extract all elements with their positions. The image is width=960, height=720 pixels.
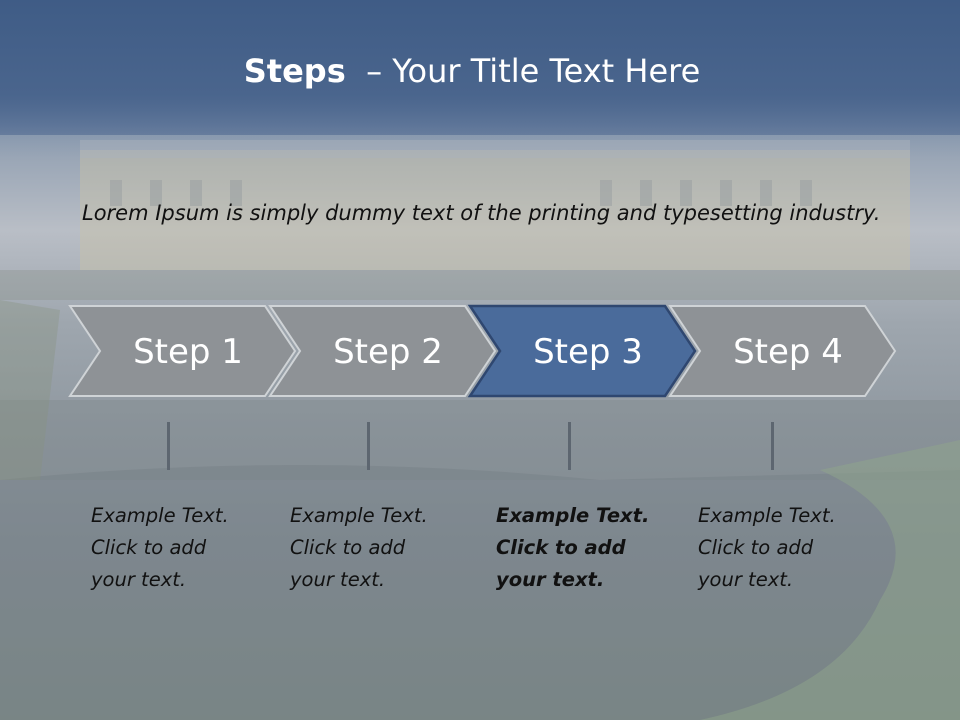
step-4-text-line: Example Text. xyxy=(698,504,836,527)
step-1-label: Step 1 xyxy=(133,332,243,372)
step-4-text-line: your text. xyxy=(698,568,794,591)
title-rest-text: – Your Title Text Here xyxy=(366,52,701,90)
step-2-text-line: your text. xyxy=(290,568,386,591)
title-bold-text: Steps xyxy=(243,52,346,90)
step-1-chevron[interactable]: Step 1 xyxy=(68,305,297,397)
step-2-text-line: Example Text. xyxy=(290,504,428,527)
step-2-chevron[interactable]: Step 2 xyxy=(268,305,497,397)
step-1-text-line: Example Text. xyxy=(91,504,229,527)
step-1-text[interactable]: Example Text. Click to add your text. xyxy=(91,500,261,596)
step-3-chevron[interactable]: Step 3 xyxy=(467,304,697,398)
step-4-chevron[interactable]: Step 4 xyxy=(668,305,897,397)
header-band xyxy=(0,0,960,135)
slide-title[interactable]: Steps – Your Title Text Here xyxy=(0,52,944,90)
step-4-connector xyxy=(771,422,774,470)
step-1-text-line: your text. xyxy=(91,568,187,591)
step-3-text-line: your text. xyxy=(496,568,605,591)
intro-text[interactable]: Lorem Ipsum is simply dummy text of the … xyxy=(82,201,881,225)
step-4-label: Step 4 xyxy=(733,332,843,372)
step-2-label: Step 2 xyxy=(333,332,443,372)
step-3-label: Step 3 xyxy=(533,332,643,372)
step-2-text-line: Click to add xyxy=(290,536,406,559)
step-2-connector xyxy=(367,422,370,470)
step-2-text[interactable]: Example Text. Click to add your text. xyxy=(290,500,460,596)
step-1-connector xyxy=(167,422,170,470)
step-3-text-line: Click to add xyxy=(496,536,626,559)
step-4-text[interactable]: Example Text. Click to add your text. xyxy=(698,500,868,596)
step-3-text-line: Example Text. xyxy=(496,504,650,527)
step-4-text-line: Click to add xyxy=(698,536,814,559)
step-3-connector xyxy=(568,422,571,470)
step-1-text-line: Click to add xyxy=(91,536,207,559)
step-3-text[interactable]: Example Text. Click to add your text. xyxy=(496,500,666,596)
